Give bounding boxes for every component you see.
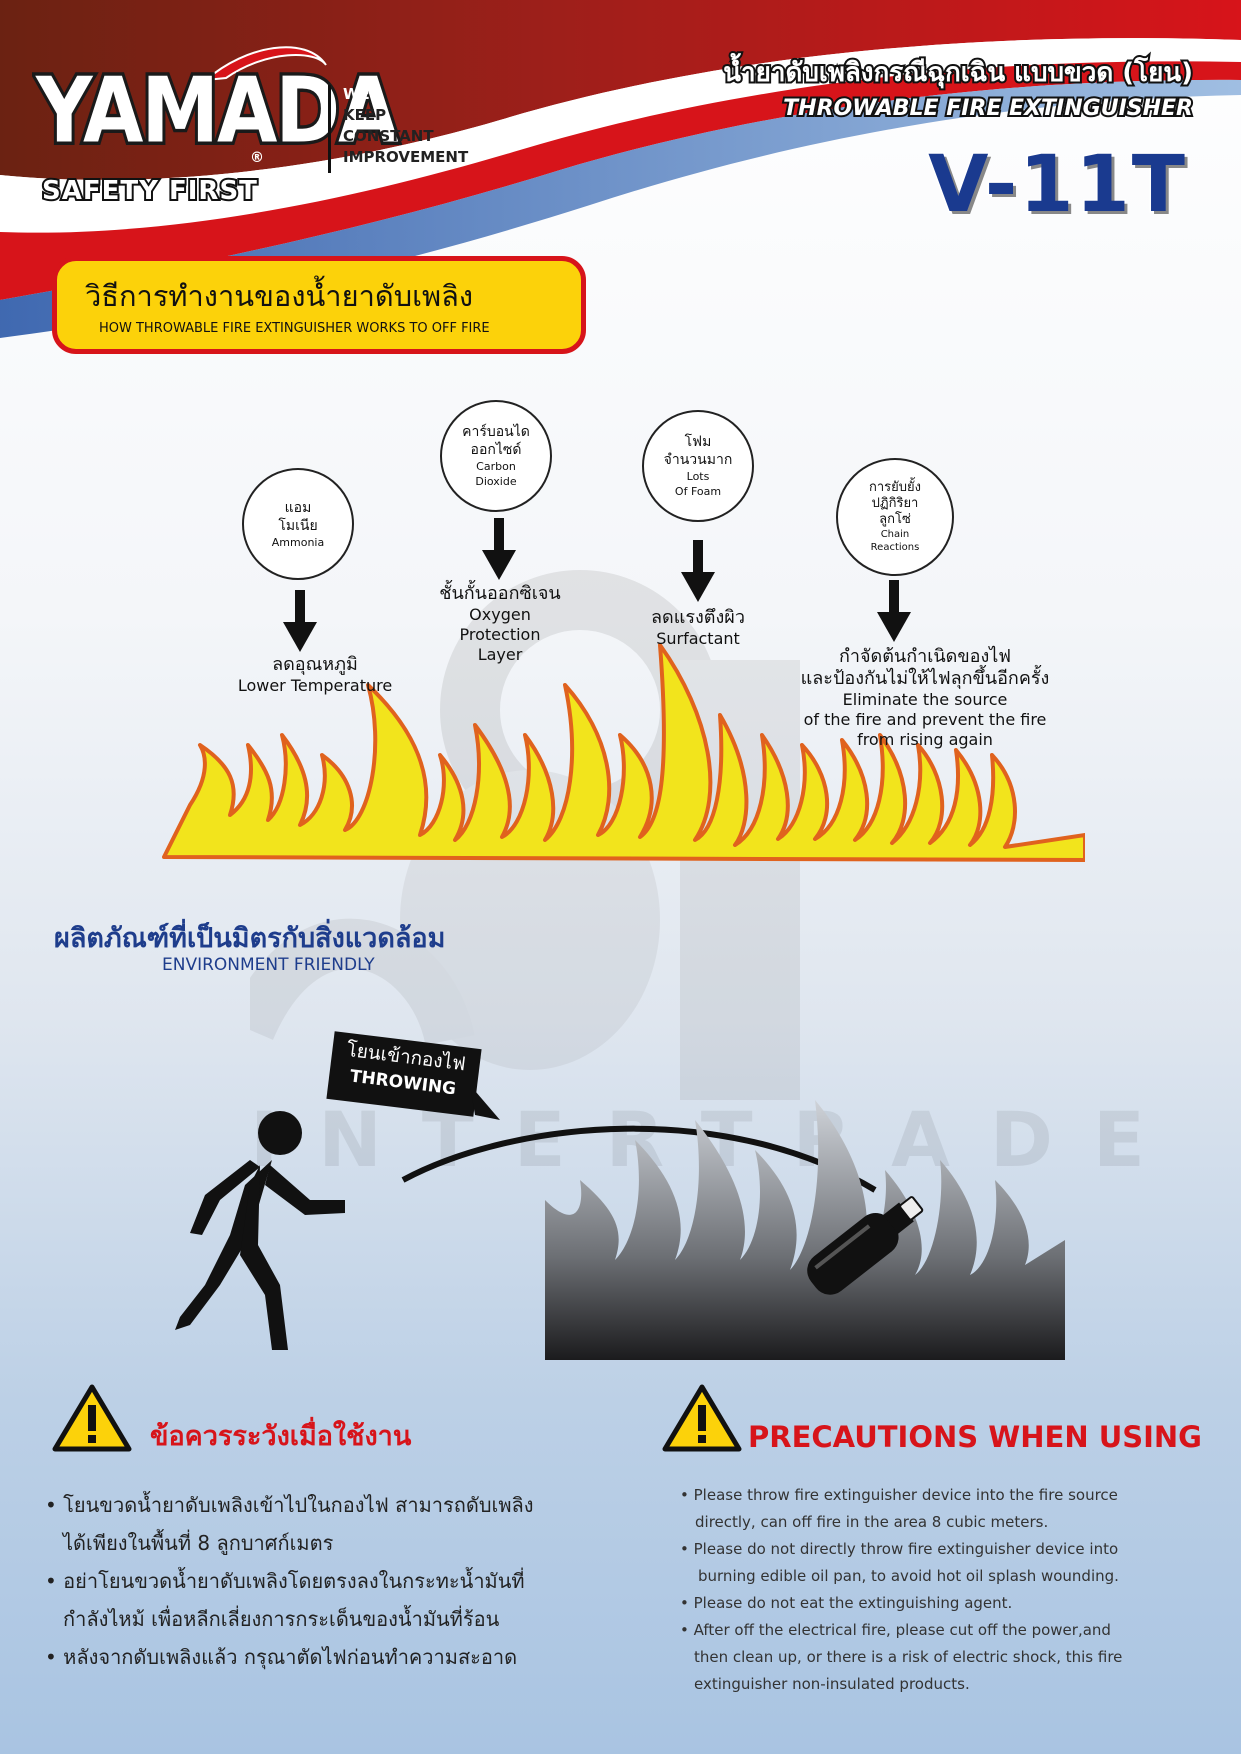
step-label-th: กำจัดต้นกำเนิดของไฟ (838, 646, 1012, 667)
list-item: • Please throw fire extinguisher device … (680, 1482, 1220, 1536)
step-label-en: Layer (477, 645, 523, 664)
step-label-en: Eliminate the source (842, 690, 1008, 709)
step-circle-en: Lots (686, 470, 710, 483)
precautions-list-en: • Please throw fire extinguisher device … (680, 1482, 1220, 1698)
list-item: • หลังจากดับเพลิงแล้ว กรุณาตัดไฟก่อนทำคว… (45, 1638, 675, 1676)
precautions-title-en: PRECAUTIONS WHEN USING (748, 1420, 1202, 1454)
step-circle-chain-reactions: การยับยั้ง ปฏิกิริยา ลูกโซ่ Chain Reacti… (836, 458, 954, 576)
step-label-oxygen-protection: ชั้นกั้นออกซิเจน Oxygen Protection Layer (400, 583, 600, 665)
logo-swoosh-icon (202, 46, 327, 82)
how-it-works-title-th: วิธีการทำงานของน้ำยาดับเพลิง (85, 279, 474, 313)
tagline-line: KEEP (343, 106, 387, 124)
step-circle-carbon-dioxide: คาร์บอนได ออกไซด์ Carbon Dioxide (440, 400, 552, 512)
throw-trajectory (401, 1125, 877, 1193)
eco-title-en: ENVIRONMENT FRIENDLY (162, 955, 375, 975)
step-label-en: of the fire and prevent the fire (803, 710, 1047, 729)
label-pointer-icon (470, 1085, 500, 1120)
list-item-line: • หลังจากดับเพลิงแล้ว กรุณาตัดไฟก่อนทำคว… (45, 1645, 518, 1669)
step-label-en: Surfactant (656, 629, 740, 648)
step-circle-lots-of-foam: โฟม จำนวนมาก Lots Of Foam (642, 410, 754, 522)
step-label-en: Lower Temperature (237, 676, 393, 695)
list-item: • After off the electrical fire, please … (680, 1617, 1220, 1698)
tagline-line: IMPROVEMENT (343, 148, 469, 166)
step-label-surfactant: ลดแรงตึงผิว Surfactant (598, 607, 798, 649)
list-item-line: burning edible oil pan, to avoid hot oil… (698, 1567, 1119, 1585)
warning-icon (52, 1384, 132, 1452)
header-title-th: น้ำยาดับเพลิงกรณีฉุกเฉิน แบบขวด (โยน) (721, 56, 1195, 90)
list-item-line: directly, can off fire in the area 8 cub… (695, 1513, 1049, 1531)
down-arrow-icon (482, 518, 516, 580)
step-circle-th: จำนวนมาก (663, 452, 733, 468)
list-item-line: ได้เพียงในพื้นที่ 8 ลูกบาศก์เมตร (63, 1531, 334, 1555)
step-circle-th: แอม (284, 499, 312, 516)
step-circle-th: โมเนีย (278, 517, 318, 534)
step-label-th: ลดอุณหภูมิ (272, 654, 358, 675)
step-label-th: ชั้นกั้นออกซิเจน (439, 583, 561, 604)
step-circle-en: Of Foam (674, 485, 722, 498)
step-circle-th: ปฏิกิริยา (871, 496, 919, 511)
precautions-title-th: ข้อควรระวังเมื่อใช้งาน (150, 1421, 412, 1452)
watermark-text: INTERTRADE (250, 1095, 1185, 1184)
list-item-line: • Please throw fire extinguisher device … (680, 1486, 1118, 1504)
list-item: • Please do not eat the extinguishing ag… (680, 1590, 1220, 1617)
step-circle-en: Chain (880, 529, 910, 540)
step-label-th: ลดแรงตึงผิว (651, 607, 745, 628)
list-item-line: กำลังไหม้ เพื่อหลีกเลี่ยงการกระเด็นของน้… (63, 1607, 500, 1631)
tagline-line: CONSTANT (343, 127, 434, 145)
down-arrow-icon (681, 540, 715, 602)
how-it-works-banner: วิธีการทำงานของน้ำยาดับเพลิง HOW THROWAB… (52, 256, 586, 354)
step-circle-th: คาร์บอนได (462, 424, 530, 440)
list-item-line: extinguisher non-insulated products. (694, 1675, 970, 1693)
step-circle-en: Ammonia (271, 535, 325, 549)
step-circle-th: โฟม (684, 434, 712, 450)
fire-with-bottle-illustration (545, 1100, 1065, 1360)
list-item-line: then clean up, or there is a risk of ele… (694, 1648, 1123, 1666)
step-circle-en: Reactions (870, 542, 920, 553)
step-label-lower-temperature: ลดอุณหภูมิ Lower Temperature (215, 654, 415, 696)
list-item-line: • Please do not eat the extinguishing ag… (680, 1594, 1013, 1612)
eco-title-th: ผลิตภัณฑ์ที่เป็นมิตรกับสิ่งแวดล้อม (54, 923, 446, 954)
model-number: V-11T (927, 139, 1187, 232)
step-circle-ammonia: แอม โมเนีย Ammonia (242, 468, 354, 580)
precautions-list-th: • โยนขวดน้ำยาดับเพลิงเข้าไปในกองไฟ สามาร… (45, 1486, 675, 1676)
list-item-line: • After off the electrical fire, please … (680, 1621, 1111, 1639)
step-circle-th: ออกไซด์ (470, 442, 522, 458)
down-arrow-icon (283, 590, 317, 652)
flames-illustration (162, 643, 1085, 862)
list-item-line: • โยนขวดน้ำยาดับเพลิงเข้าไปในกองไฟ สามาร… (45, 1493, 534, 1517)
step-circle-en: Carbon (476, 460, 516, 473)
step-label-en: Protection (459, 625, 541, 644)
tagline: WE KEEP CONSTANT IMPROVEMENT (343, 84, 468, 168)
step-label-th: และป้องกันไม่ให้ไฟลุกขึ้นอีกครั้ง (800, 668, 1050, 689)
list-item-line: • Please do not directly throw fire exti… (680, 1540, 1119, 1558)
list-item-line: • อย่าโยนขวดน้ำยาดับเพลิงโดยตรงลงในกระทะ… (45, 1569, 525, 1593)
tagline-line: WE (343, 85, 370, 103)
person-throwing-icon (175, 1111, 345, 1350)
step-circle-th: การยับยั้ง (869, 480, 921, 495)
down-arrow-icon (877, 580, 911, 642)
list-item: • โยนขวดน้ำยาดับเพลิงเข้าไปในกองไฟ สามาร… (45, 1486, 675, 1562)
step-circle-en: Dioxide (475, 475, 517, 488)
registered-mark: ® (250, 150, 264, 166)
warning-icon (662, 1384, 742, 1452)
step-label-en: from rising again (857, 730, 993, 749)
step-label-eliminate-source: กำจัดต้นกำเนิดของไฟ และป้องกันไม่ให้ไฟลุ… (710, 646, 1140, 750)
header-title-en: THROWABLE FIRE EXTINGUISHER (781, 94, 1195, 123)
list-item: • อย่าโยนขวดน้ำยาดับเพลิงโดยตรงลงในกระทะ… (45, 1562, 675, 1638)
step-circle-th: ลูกโซ่ (879, 512, 911, 527)
logo-subtitle: SAFETY FIRST (40, 174, 259, 208)
tagline-divider (328, 85, 331, 173)
how-it-works-title-en: HOW THROWABLE FIRE EXTINGUISHER WORKS TO… (99, 321, 490, 336)
logo-wordmark: YAMADA (33, 57, 401, 167)
step-label-en: Oxygen (469, 605, 531, 624)
list-item: • Please do not directly throw fire exti… (680, 1536, 1220, 1590)
